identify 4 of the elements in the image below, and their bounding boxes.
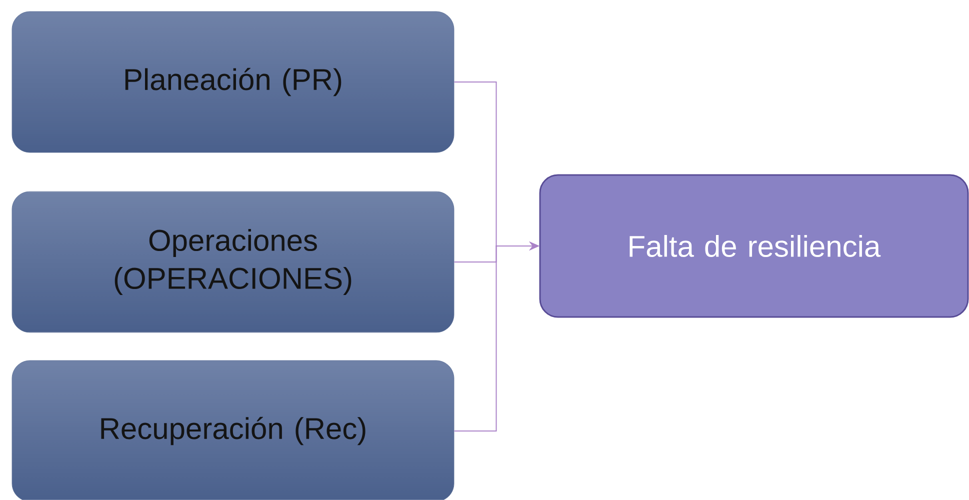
process-box: Operaciones (OPERACIONES) xyxy=(12,191,454,333)
process-box: Planeación (PR) xyxy=(12,11,454,153)
process-box: Recuperación (Rec) xyxy=(12,360,454,500)
process-box: Falta de resiliencia xyxy=(539,174,969,318)
